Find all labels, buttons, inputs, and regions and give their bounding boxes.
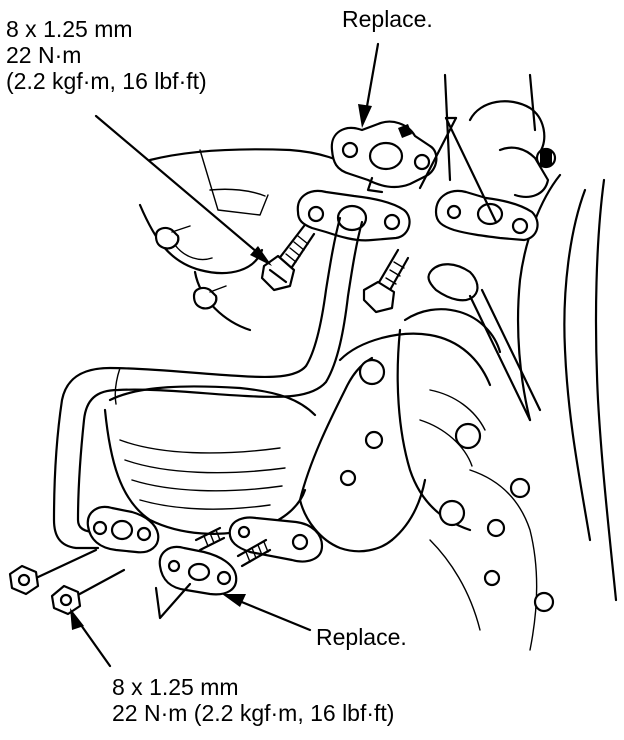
replace-label-lower: Replace.: [316, 624, 407, 650]
upper-flange-stud: [362, 248, 410, 314]
lower-flange-nut-right: [50, 568, 126, 616]
upper-egr-flange: [296, 189, 411, 242]
upper-flange-bolt: [260, 224, 316, 292]
leader-intake-flange: [418, 116, 498, 224]
leader-bottom-nuts: [70, 608, 112, 668]
torque-spec-lower-nm: 22 N·m (2.2 kgf·m, 16 lbf·ft): [112, 700, 395, 726]
replace-label-upper: Replace.: [342, 6, 433, 32]
lower-flange-nut-left: [8, 548, 98, 596]
torque-spec-upper-conv: (2.2 kgf·m, 16 lbf·ft): [6, 68, 207, 94]
intake-flange: [434, 189, 539, 242]
lower-egr-flange: [86, 505, 160, 554]
lower-stud-left: [194, 526, 226, 552]
upper-egr-gasket: [330, 120, 438, 194]
leader-top-left-bolt: [94, 114, 272, 266]
lower-stud-right: [236, 538, 272, 568]
torque-spec-upper-nm: 22 N·m: [6, 42, 82, 68]
torque-spec-lower-size: 8 x 1.25 mm: [112, 674, 239, 700]
leader-top-gasket: [358, 42, 380, 128]
engine-block: [103, 73, 618, 651]
leader-bottom-gasket: [154, 582, 312, 632]
torque-spec-upper-size: 8 x 1.25 mm: [6, 16, 133, 42]
lower-egr-gasket: [158, 545, 238, 596]
vacuum-fittings: [154, 225, 227, 310]
torque-spec-lower: 8 x 1.25 mm 22 N·m (2.2 kgf·m, 16 lbf·ft…: [112, 674, 394, 726]
torque-spec-upper: 8 x 1.25 mm 22 N·m (2.2 kgf·m, 16 lbf·ft…: [6, 16, 207, 94]
exhaust-bracket: [228, 516, 324, 563]
egr-pipe: [52, 216, 364, 550]
